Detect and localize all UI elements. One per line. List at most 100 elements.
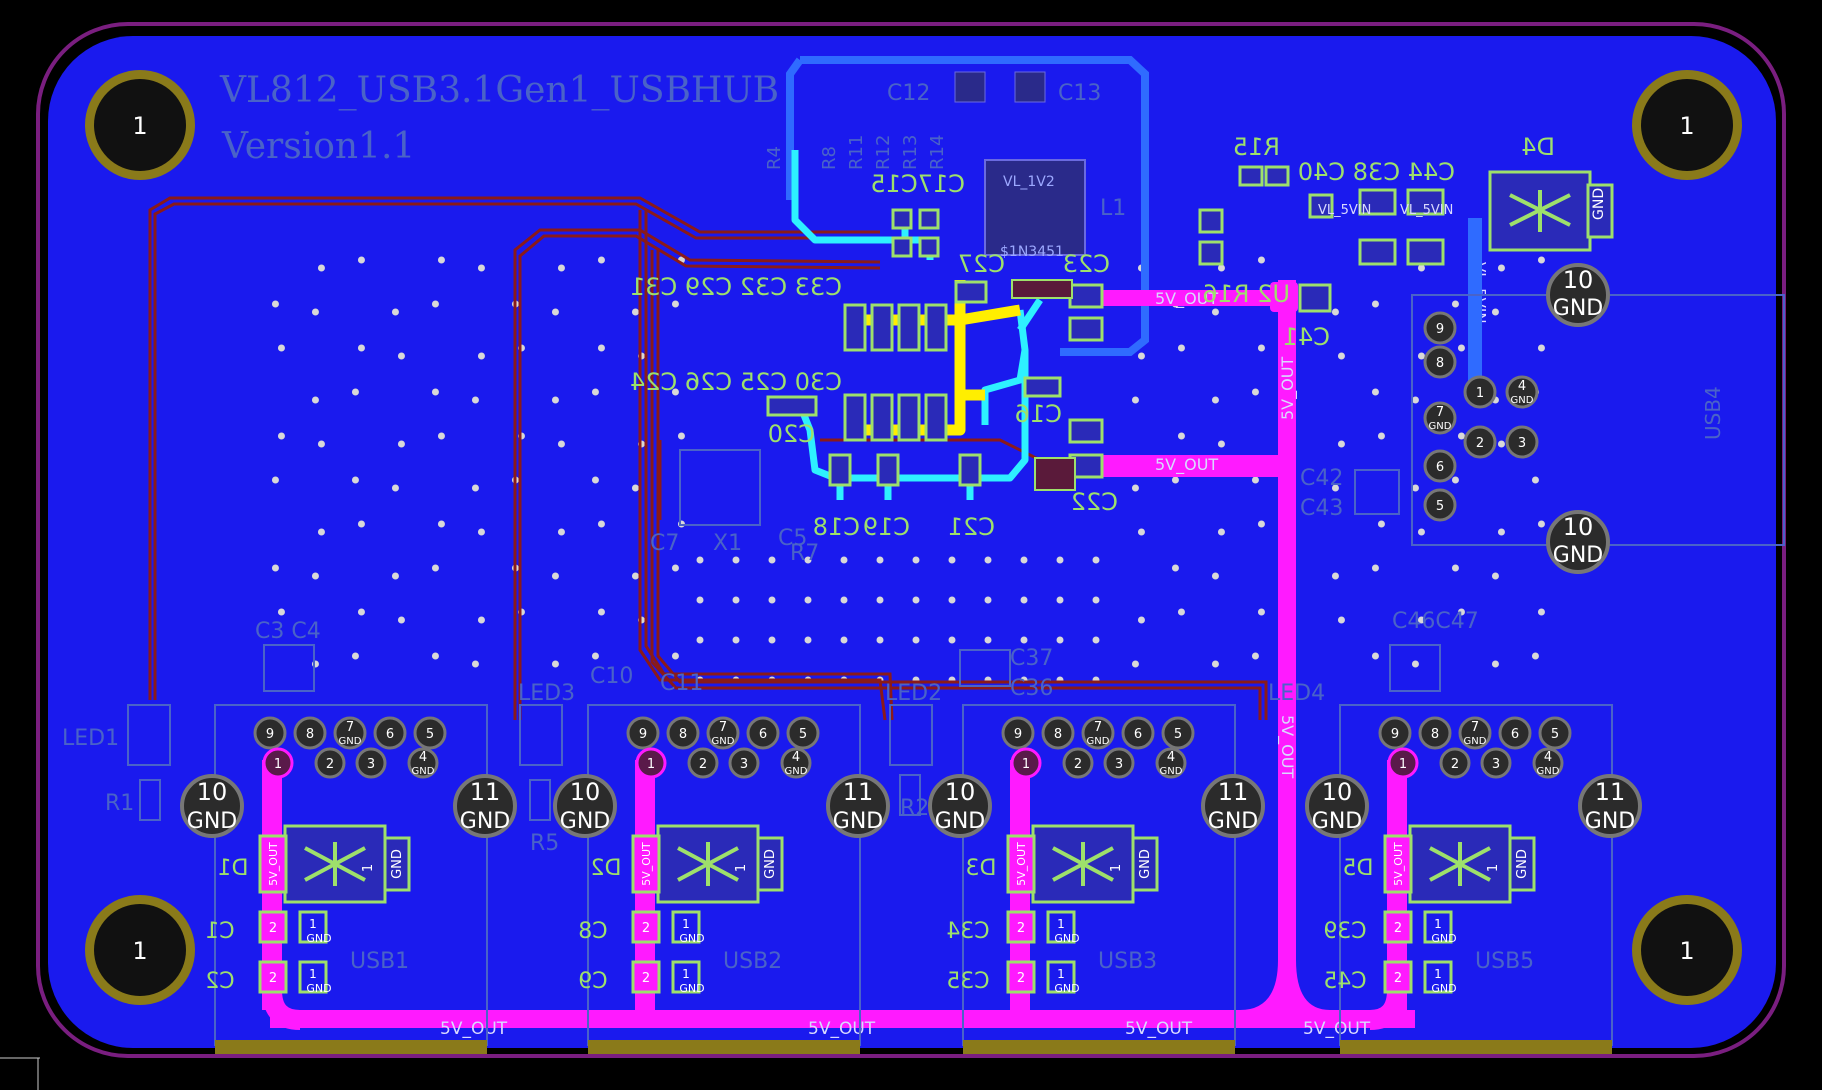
label-d4: D4 (1521, 133, 1555, 161)
c44-pad-b (1406, 238, 1445, 266)
usb-diode-symbol (1429, 842, 1491, 886)
via (840, 596, 848, 604)
usb-cap-designator: C8 (578, 919, 607, 944)
usb-port-shield-tab (1340, 1040, 1612, 1054)
usb-pin-label: 6 (386, 727, 394, 742)
usb-pin (373, 716, 407, 750)
usb-pin (1480, 747, 1512, 779)
5v-bus-fillet (1240, 960, 1330, 1010)
via (948, 596, 956, 604)
usb-gnd-tab (1201, 774, 1265, 838)
usb-port-shield-tab (588, 1040, 860, 1054)
via (357, 608, 365, 616)
usb-gnd-tab-num: 10 (945, 778, 976, 806)
usb-pin-label: 4 (792, 750, 800, 765)
via (912, 596, 920, 604)
via (351, 388, 359, 396)
c19-pad (876, 453, 900, 487)
usb-cap-pin-label: 1 (1057, 967, 1065, 981)
via (431, 300, 439, 308)
usb-pin-label: 1 (1399, 757, 1407, 772)
usb-gnd-tab-label: GND (1312, 809, 1362, 834)
via (1251, 476, 1259, 484)
usb-cap-gnd-label: GND (306, 982, 331, 995)
via (1371, 300, 1379, 308)
usb-gnd-tab (1578, 774, 1642, 838)
via (696, 636, 704, 644)
usb-pin (1498, 716, 1532, 750)
usb-pin (1532, 747, 1564, 779)
usb-gnd-tab-label: GND (1585, 809, 1635, 834)
via (1537, 608, 1545, 616)
via (1056, 596, 1064, 604)
via (1537, 256, 1545, 264)
usb-pin-label: 8 (1431, 727, 1439, 742)
via (876, 556, 884, 564)
c18-pad (828, 453, 852, 487)
usb-diode-gnd-label: GND (390, 849, 405, 879)
usb-cap-gnd-label: GND (679, 932, 704, 945)
c42c43-footprint (1354, 469, 1400, 515)
center-smd-block (766, 165, 1445, 487)
via (357, 256, 365, 264)
via (1451, 564, 1459, 572)
usb-pin-label: 2 (326, 757, 334, 772)
svg-text:GND: GND (1553, 296, 1603, 321)
usb-cap-pad-5v (1383, 960, 1413, 994)
via (1457, 432, 1465, 440)
c3c4-label: C3 C4 (255, 619, 321, 644)
usb-gnd-tab (553, 774, 617, 838)
r5-footprint (529, 779, 551, 821)
cap-row-8 (924, 393, 948, 442)
usb-diode-symbol (304, 842, 366, 886)
c38-pad-b (1358, 238, 1397, 266)
c36-label: C36 (1010, 676, 1053, 701)
label-u2-r16: U2 R16 (1202, 280, 1290, 308)
usb-gnd-tab-label: GND (1208, 809, 1258, 834)
usb-pin-gnd: GND (1160, 766, 1183, 777)
via (1251, 652, 1259, 660)
led-footprints (127, 449, 1441, 821)
regulator-block: C12 C13 L1 VL_1V2 $1N3451 R4 R8 R11 R12 … (764, 71, 1126, 260)
c13-pad (1014, 71, 1046, 103)
cyan-trace-1 (791, 150, 909, 244)
usb-cap-designator: C2 (205, 969, 234, 994)
via (840, 556, 848, 564)
usb-gnd-tab (928, 774, 992, 838)
via (1257, 520, 1265, 528)
via (597, 344, 605, 352)
usb-pin (1081, 716, 1115, 750)
usb-cap-pin-label: 2 (1017, 971, 1025, 986)
usb-pin-gnd: GND (1537, 766, 1560, 777)
via (317, 264, 325, 272)
usb-pin (780, 747, 812, 779)
mount-hole-tl: 1 (85, 70, 195, 180)
usb-pin-label: 3 (1115, 757, 1123, 772)
usb-pin (706, 716, 740, 750)
usb-cap-pad-gnd (671, 910, 701, 944)
usb-pin-gnd: GND (785, 766, 808, 777)
resistor-r13: R13 (900, 135, 921, 170)
resistor-r14: R14 (927, 135, 948, 170)
5v-branch-top (1080, 290, 1280, 306)
c41-pad (1298, 283, 1332, 313)
svg-text:1: 1 (1679, 112, 1694, 140)
via (591, 652, 599, 660)
usb4-pin (1423, 345, 1457, 379)
resistor-r4: R4 (764, 146, 785, 170)
r7-label: R7 (790, 541, 819, 566)
svg-text:GND: GND (1553, 543, 1603, 568)
c27-pad (954, 280, 988, 304)
usb-gnd-tab-label: GND (187, 809, 237, 834)
svg-text:GND: GND (1591, 188, 1607, 220)
usb-pin (1418, 716, 1452, 750)
via (437, 520, 445, 528)
usb-pin-label: 9 (1014, 727, 1022, 742)
via (1457, 344, 1465, 352)
usb-pin-label: 4 (1167, 750, 1175, 765)
via (1457, 608, 1465, 616)
red-trace-8 (656, 250, 1268, 720)
